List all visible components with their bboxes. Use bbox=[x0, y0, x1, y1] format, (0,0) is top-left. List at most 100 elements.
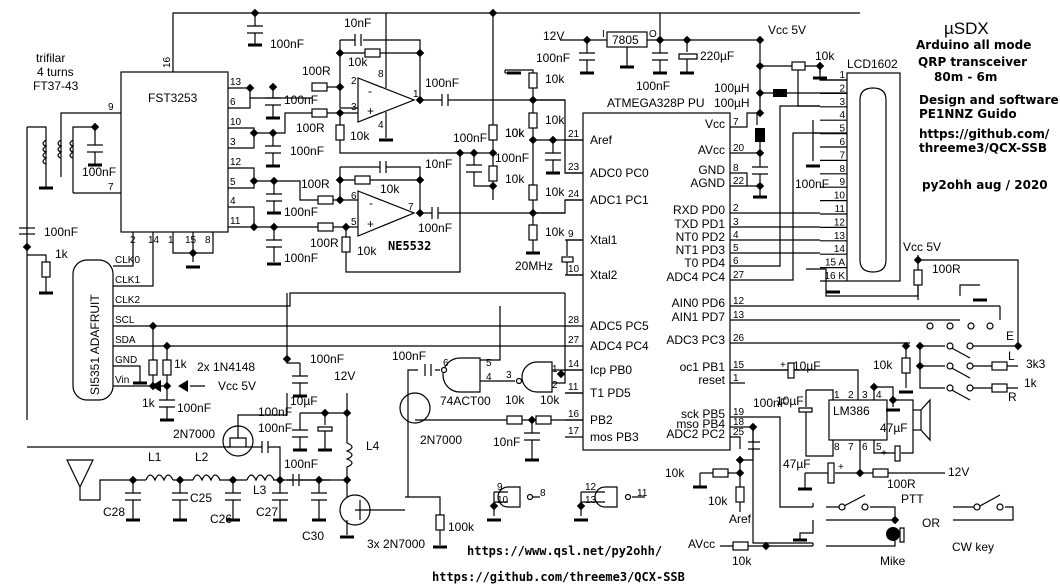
svg-text:15: 15 bbox=[185, 235, 197, 246]
lcd-pin: 5 bbox=[839, 124, 845, 135]
opamp-b: 6 5 7 -+ NE5532 100nF bbox=[351, 190, 565, 253]
svg-text:7: 7 bbox=[108, 182, 114, 193]
svg-text:10k: 10k bbox=[545, 113, 565, 127]
mcu-pin-number: 19 bbox=[733, 407, 745, 418]
lcd-pin: 10 bbox=[834, 191, 846, 202]
svg-text:10k: 10k bbox=[540, 393, 560, 407]
mcu-pin-number: 10 bbox=[568, 264, 580, 275]
svg-text:Vcc 5V: Vcc 5V bbox=[768, 23, 806, 37]
subtitle-1: Arduino all mode bbox=[916, 38, 1031, 52]
svg-text:7: 7 bbox=[408, 202, 414, 213]
svg-text:10k: 10k bbox=[708, 494, 728, 508]
svg-text:+: + bbox=[838, 462, 844, 473]
svg-text:100nF: 100nF bbox=[44, 225, 78, 239]
mcu-pin-label: PB2 bbox=[590, 413, 613, 427]
svg-text:10k: 10k bbox=[505, 126, 525, 140]
synth-pin: CLK2 bbox=[115, 295, 140, 306]
svg-text:Vcc 5V: Vcc 5V bbox=[903, 240, 941, 254]
mcu-pin-number: 18 bbox=[733, 417, 745, 428]
lcd-pin: 4 bbox=[839, 110, 845, 121]
svg-text:L3: L3 bbox=[253, 483, 267, 497]
74act00-label: 74ACT00 bbox=[440, 394, 491, 408]
svg-text:Mike: Mike bbox=[880, 554, 906, 568]
lm386-pin: 6 bbox=[862, 442, 868, 453]
svg-text:6: 6 bbox=[351, 191, 357, 202]
lcd-pin: 14 bbox=[834, 244, 846, 255]
github-link[interactable]: https://github.com/threeme3/QCX-SSB bbox=[432, 570, 685, 584]
svg-text:10µF: 10µF bbox=[290, 394, 318, 408]
svg-text:C26: C26 bbox=[210, 512, 232, 526]
mcu-pin-label: T0 PD4 bbox=[684, 256, 725, 270]
mcu-pin-number: 12 bbox=[733, 296, 745, 307]
lm386-pin: 2 bbox=[848, 390, 854, 401]
synth-pin: GND bbox=[115, 355, 137, 366]
svg-text:8: 8 bbox=[540, 488, 546, 499]
lm386-pin: 4 bbox=[876, 390, 882, 401]
mcu-pin-label: NT1 PD3 bbox=[676, 243, 726, 257]
svg-text:100nF: 100nF bbox=[270, 37, 304, 51]
svg-text:1k: 1k bbox=[55, 247, 69, 261]
synth-pin: CLK1 bbox=[115, 275, 140, 286]
mcu-pin-label: RXD PD0 bbox=[673, 203, 725, 217]
mcu-pin-label: mos PB3 bbox=[590, 430, 639, 444]
mcu-pin-label: Aref bbox=[590, 133, 613, 147]
svg-text:100R: 100R bbox=[296, 121, 325, 135]
svg-text:100nF: 100nF bbox=[284, 251, 318, 265]
svg-text:Aref: Aref bbox=[729, 512, 752, 526]
svg-text:Vcc 5V: Vcc 5V bbox=[218, 379, 256, 393]
svg-text:8: 8 bbox=[205, 235, 211, 246]
lcd-pin: 7 bbox=[839, 150, 845, 161]
project-title: µSDX bbox=[944, 19, 989, 38]
mcu-pin-number: 16 bbox=[568, 409, 580, 420]
svg-text:100µH: 100µH bbox=[714, 81, 750, 95]
fst3253-chip: FST3253 16 136 103 125 411 9 7 2 14 1 15… bbox=[108, 12, 860, 269]
regulator-label: 7805 bbox=[612, 33, 639, 47]
button-network: Vcc 5V 100R E 10k L R 3k3 1k bbox=[873, 240, 1046, 404]
mcu-pin-number: 25 bbox=[733, 427, 745, 438]
mcu-pin-number: 15 bbox=[733, 360, 745, 371]
mcu-pin-number: 11 bbox=[568, 382, 579, 393]
svg-text:2x 1N4148: 2x 1N4148 bbox=[197, 360, 255, 374]
ne5532-label: NE5532 bbox=[388, 239, 431, 253]
qsl-link[interactable]: https://www.qsl.net/py2ohh/ bbox=[467, 544, 662, 558]
mcu-pin-label: ADC5 PC5 bbox=[590, 319, 649, 333]
mcu-pin-label: Icp PB0 bbox=[590, 363, 632, 377]
mcu-pin-number: 17 bbox=[568, 426, 580, 437]
synth-pin: SDA bbox=[115, 335, 136, 346]
svg-text:10: 10 bbox=[230, 117, 242, 128]
svg-text:100R: 100R bbox=[310, 236, 339, 250]
svg-text:1: 1 bbox=[413, 89, 419, 100]
svg-text:5: 5 bbox=[351, 217, 357, 228]
filter-capacitor bbox=[225, 480, 241, 520]
lm386-label: LM386 bbox=[833, 404, 870, 418]
design-credit: Design and software bbox=[919, 93, 1059, 107]
svg-text:-: - bbox=[369, 196, 373, 210]
svg-text:100nF: 100nF bbox=[258, 421, 292, 435]
svg-text:6: 6 bbox=[443, 358, 449, 369]
synth-pin: Vin bbox=[115, 375, 129, 386]
svg-text:100nF: 100nF bbox=[82, 165, 116, 179]
svg-text:220µF: 220µF bbox=[700, 49, 734, 63]
lm386-pin: 1 bbox=[834, 390, 840, 401]
mcu-pin-label: AIN1 PD7 bbox=[672, 310, 726, 324]
svg-text:100µH: 100µH bbox=[714, 96, 750, 110]
lcd-pin: 16 K bbox=[824, 271, 845, 282]
svg-text:1k: 1k bbox=[1024, 376, 1038, 390]
svg-text:100nF: 100nF bbox=[310, 352, 344, 366]
svg-text:13: 13 bbox=[585, 495, 597, 506]
subtitle-3: 80m - 6m bbox=[934, 70, 997, 84]
lcd-pin: 2 bbox=[839, 83, 845, 94]
lcd-pin: 1 bbox=[839, 70, 845, 81]
svg-text:10µF: 10µF bbox=[776, 394, 804, 408]
mcu-pin-number: 4 bbox=[733, 230, 739, 241]
lcd-pin: 8 bbox=[839, 164, 845, 175]
svg-text:10k: 10k bbox=[545, 185, 565, 199]
svg-text:2N7000: 2N7000 bbox=[420, 433, 462, 447]
svg-text:10k: 10k bbox=[505, 126, 525, 140]
svg-text:CW key: CW key bbox=[952, 540, 994, 554]
mcu-pin-number: 28 bbox=[568, 315, 580, 326]
power-supply: 12V 7805 I O 100nF 220µF Vcc 5V 100µH 10… bbox=[543, 13, 865, 199]
mcu-pin-label: oc1 PB1 bbox=[680, 360, 726, 374]
svg-text:100nF: 100nF bbox=[290, 144, 324, 158]
